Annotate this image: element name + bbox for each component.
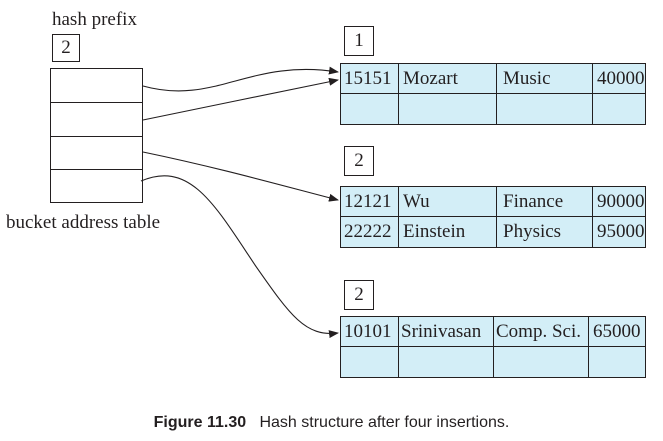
record-id	[341, 347, 399, 377]
bucket-1-local-depth: 1	[344, 26, 374, 56]
global-depth-box: 2	[52, 34, 80, 62]
table-slot-0	[51, 69, 142, 103]
record-id: 12121	[341, 187, 399, 216]
table-slot-2	[51, 137, 142, 171]
pointer-arrow-slot-1	[142, 77, 339, 121]
bucket-2-local-depth: 2	[344, 146, 374, 176]
bucket-address-table-label: bucket address table	[6, 212, 161, 233]
bucket-address-table	[50, 68, 143, 203]
record-salary: 90000	[597, 191, 645, 212]
record-id: 10101	[341, 317, 399, 346]
bucket-3-local-depth: 2	[344, 280, 374, 310]
bucket-record-row: 12121 Wu Finance 90000	[341, 187, 645, 217]
bucket-record-row: 15151 Mozart Music 40000	[341, 64, 645, 94]
record-name: Wu	[399, 187, 497, 216]
record-dept: Physics	[497, 217, 593, 247]
record-id: 15151	[341, 64, 399, 93]
bucket-record-row: 10101 Srinivasan Comp. Sci. 65000	[341, 317, 645, 347]
figure-label: Figure 11.30	[153, 414, 247, 431]
record-salary: 40000	[597, 68, 645, 89]
record-name: Einstein	[399, 217, 497, 247]
bucket-2: 12121 Wu Finance 90000 22222 Einstein Ph…	[340, 186, 646, 248]
figure-caption-text: Hash structure after four insertions.	[259, 414, 510, 431]
record-name: Mozart	[399, 64, 497, 93]
bucket-record-row	[341, 347, 645, 377]
bucket-3: 10101 Srinivasan Comp. Sci. 65000	[340, 316, 646, 378]
record-dept: Finance	[497, 187, 593, 216]
record-name	[399, 347, 494, 377]
record-salary: 65000	[593, 321, 641, 342]
record-dept: Music	[497, 64, 593, 93]
record-id: 22222	[341, 217, 399, 247]
record-id	[341, 94, 399, 124]
record-dept	[497, 94, 593, 124]
record-name	[399, 94, 497, 124]
record-dept: Comp. Sci.	[494, 317, 589, 346]
bucket-1: 15151 Mozart Music 40000	[340, 63, 646, 125]
hash-prefix-label: hash prefix	[52, 9, 137, 30]
figure-caption: Figure 11.30 Hash structure after four i…	[0, 414, 663, 432]
pointer-arrow-slot-2	[142, 151, 339, 202]
bucket-record-row: 22222 Einstein Physics 95000	[341, 217, 645, 247]
pointer-arrow-slot-0	[142, 66, 339, 92]
record-dept	[494, 347, 589, 377]
record-salary: 95000	[597, 221, 645, 242]
record-name: Srinivasan	[399, 317, 494, 346]
bucket-record-row	[341, 94, 645, 124]
pointer-arrow-slot-3	[140, 175, 339, 339]
table-slot-1	[51, 103, 142, 137]
